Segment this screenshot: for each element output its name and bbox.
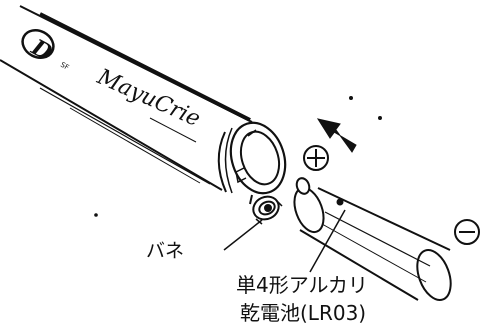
- dust-dot: [349, 96, 353, 100]
- spring: [249, 194, 283, 225]
- battery-label-line2: 乾電池(LR03): [240, 301, 366, 325]
- battery-label-line1: 単4形アルカリ: [236, 273, 368, 297]
- brand-logo: D SF: [21, 29, 70, 72]
- product-script: MayuCrie: [93, 64, 204, 132]
- spring-label: バネ: [146, 240, 184, 262]
- plus-symbol: [303, 145, 329, 171]
- spring-leader-line: [223, 219, 263, 251]
- dust-dot: [378, 116, 382, 120]
- minus-symbol: [454, 219, 480, 245]
- battery-mark: [336, 198, 344, 206]
- logo-small-text: SF: [59, 61, 70, 72]
- device-body: [0, 5, 287, 195]
- aaa-battery: [293, 177, 452, 301]
- insert-direction-arrow: [316, 96, 382, 153]
- speck: [94, 213, 98, 217]
- battery-leader-line: [309, 209, 346, 273]
